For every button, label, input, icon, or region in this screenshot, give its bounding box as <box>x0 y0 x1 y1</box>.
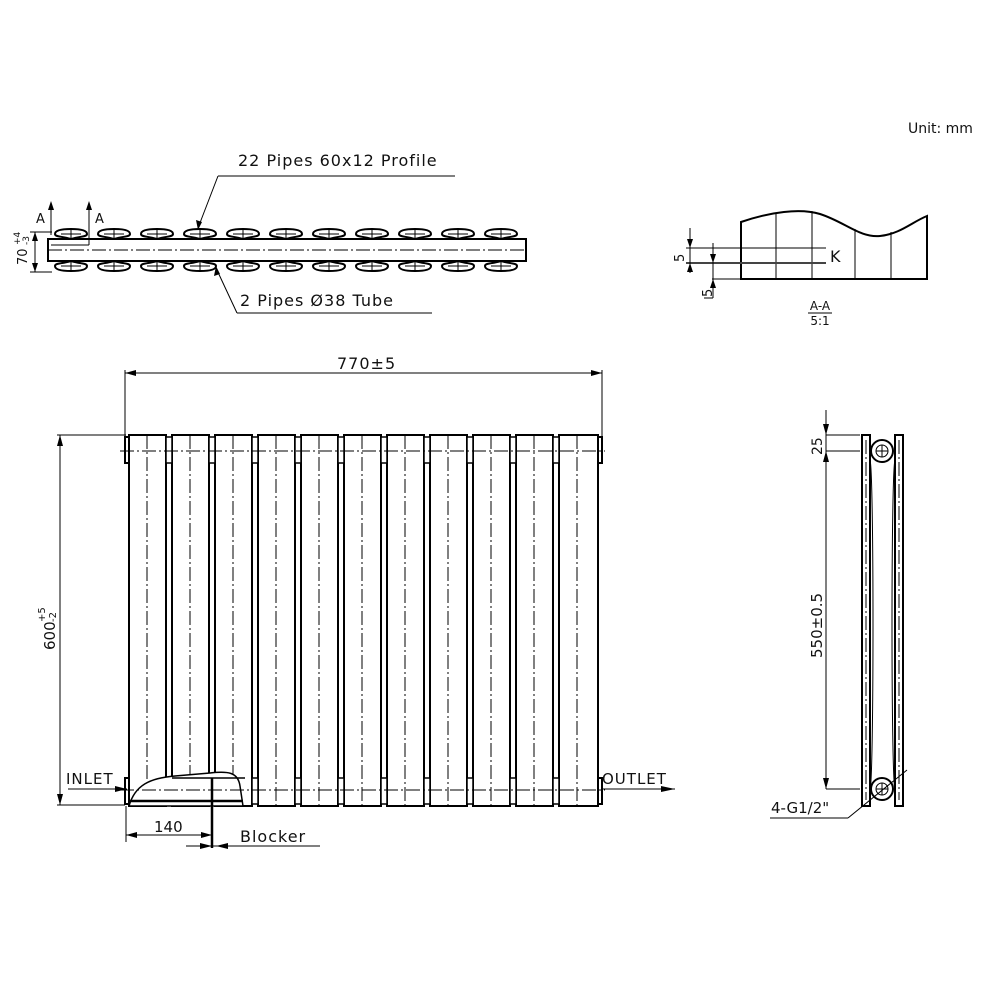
width-dim: 770±5 <box>337 354 396 373</box>
blocker-shape <box>128 771 244 807</box>
front-view: 770±5 600 +5 -2 <box>37 354 675 849</box>
column <box>171 434 210 807</box>
top-offset-dim: 25 <box>810 437 826 455</box>
center-distance-dim: 550±0.5 <box>808 593 826 658</box>
blocker-label: Blocker <box>240 827 306 846</box>
side-view: 25 550±0.5 4-G1/2" <box>770 410 908 819</box>
section-marker-right: A <box>95 212 104 227</box>
column <box>558 434 599 807</box>
column <box>214 434 253 807</box>
column <box>343 434 382 807</box>
column <box>300 434 339 807</box>
section-dim-top: 5 <box>673 254 688 262</box>
height-tol-lower: -2 <box>48 612 59 622</box>
profile-callout: 22 Pipes 60x12 Profile <box>238 151 438 170</box>
outlet-arrow-icon <box>661 786 675 792</box>
column <box>257 434 296 807</box>
weld-label: K <box>830 247 841 266</box>
column <box>429 434 468 807</box>
radiator-columns <box>128 434 599 807</box>
section-title: A-A <box>810 299 831 313</box>
column <box>472 434 511 807</box>
depth-dim: 70 <box>16 248 31 265</box>
section-view: K 5 5 A-A 5:1 <box>673 210 928 328</box>
inlet-arrow-icon <box>115 786 127 792</box>
profile-row-upper <box>53 227 519 241</box>
depth-tol-lower: -3 <box>22 236 32 245</box>
unit-label: Unit: mm <box>908 121 973 137</box>
top-view: 22 Pipes 60x12 Profile A A <box>13 151 527 314</box>
column <box>386 434 425 807</box>
inlet-label: INLET <box>66 770 114 788</box>
profile-row-lower <box>53 259 519 273</box>
outlet-label: OUTLET <box>602 770 667 788</box>
section-dim-bottom: 5 <box>701 289 716 297</box>
section-marker-left: A <box>36 212 45 227</box>
connection-label: 4-G1/2" <box>771 799 829 817</box>
depth-tol-upper: +4 <box>13 231 23 245</box>
height-tol-upper: +5 <box>37 607 48 622</box>
height-dim: 600 <box>41 621 59 650</box>
top-pipe-icon <box>870 439 894 463</box>
column <box>515 434 554 807</box>
section-scale: 5:1 <box>810 314 829 328</box>
tube-callout: 2 Pipes Ø38 Tube <box>240 291 394 310</box>
bottom-pipe-icon <box>870 777 894 801</box>
blocker-offset-dim: 140 <box>154 818 183 836</box>
column <box>128 434 167 807</box>
